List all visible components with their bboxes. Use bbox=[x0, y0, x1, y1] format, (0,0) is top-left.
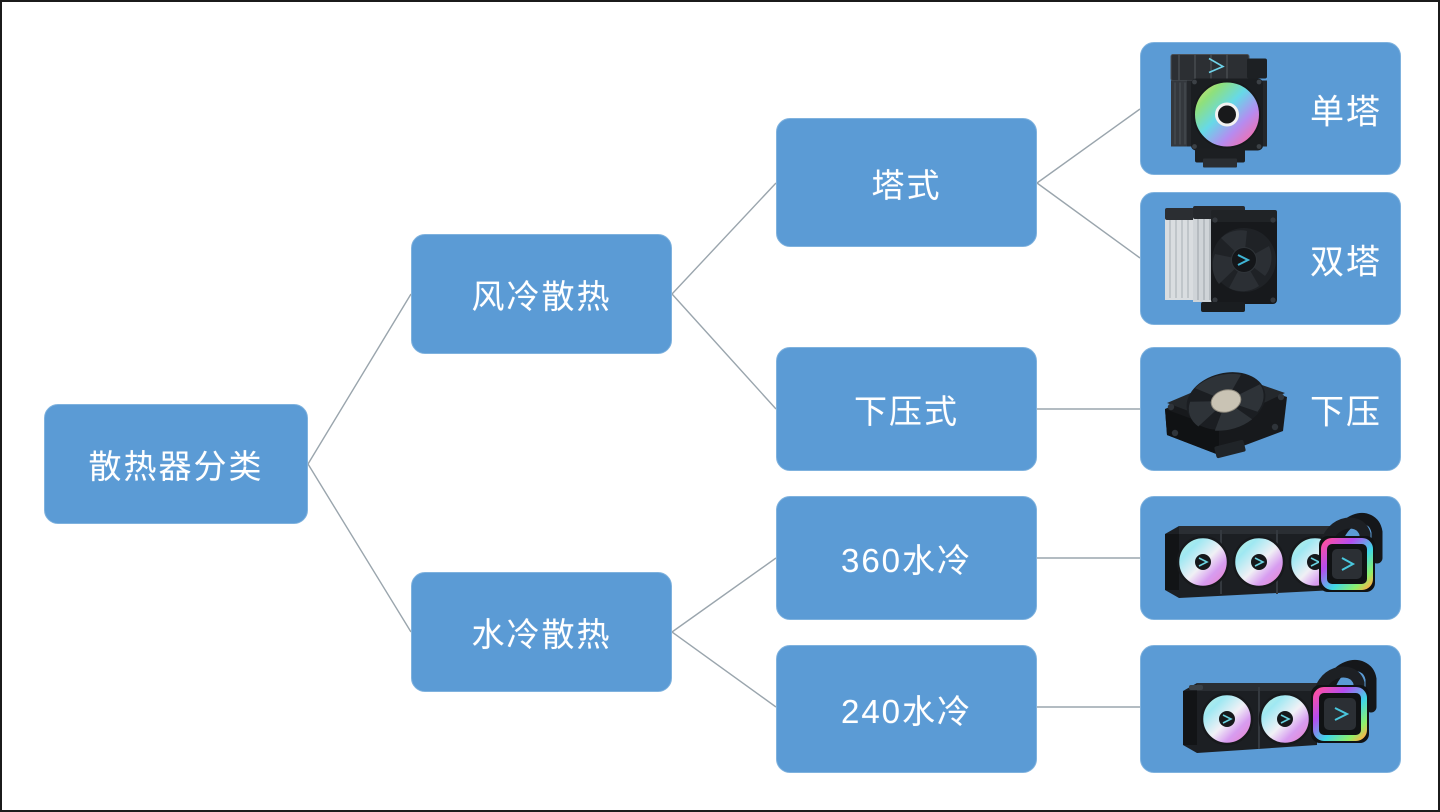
node-aio-360[interactable] bbox=[1140, 496, 1401, 620]
edge-water-aio240 bbox=[671, 631, 777, 708]
node-air-cooling[interactable]: 风冷散热 bbox=[411, 234, 672, 354]
edge-root-air bbox=[307, 293, 412, 465]
edge-air-downflow bbox=[671, 293, 777, 410]
node-root[interactable]: 散热器分类 bbox=[44, 404, 308, 524]
single-tower-cooler-icon bbox=[1149, 46, 1285, 171]
node-aio-240[interactable] bbox=[1140, 645, 1401, 773]
node-dual-tower-label: 双塔 bbox=[1310, 243, 1382, 281]
dual-tower-cooler-icon bbox=[1149, 198, 1289, 320]
top-flow-cooler-icon bbox=[1155, 357, 1295, 461]
node-downflow-type[interactable]: 下压式 bbox=[776, 347, 1037, 471]
edge-tower-single bbox=[1036, 108, 1141, 184]
node-aio360-type-label: 360水冷 bbox=[840, 542, 973, 579]
node-dual-tower[interactable]: 双塔 bbox=[1140, 192, 1401, 325]
node-air-cooling-label: 风冷散热 bbox=[471, 278, 612, 315]
node-single-tower[interactable]: 单塔 bbox=[1140, 42, 1401, 175]
node-aio360-type[interactable]: 360水冷 bbox=[776, 496, 1037, 620]
edge-root-water bbox=[307, 463, 412, 633]
node-root-label: 散热器分类 bbox=[88, 448, 264, 485]
node-downflow-type-label: 下压式 bbox=[854, 393, 959, 430]
node-single-tower-label: 单塔 bbox=[1310, 93, 1382, 131]
edge-air-tower bbox=[671, 182, 777, 295]
node-top-flow[interactable]: 下压 bbox=[1140, 347, 1401, 471]
edge-tower-dual bbox=[1036, 182, 1141, 259]
aio-240-radiator-icon bbox=[1171, 653, 1383, 765]
node-water-cooling[interactable]: 水冷散热 bbox=[411, 572, 672, 692]
node-tower-type[interactable]: 塔式 bbox=[776, 118, 1037, 247]
aio-360-radiator-icon bbox=[1159, 502, 1387, 614]
node-top-flow-label: 下压 bbox=[1310, 393, 1382, 432]
edge-water-aio360 bbox=[671, 557, 777, 633]
node-water-cooling-label: 水冷散热 bbox=[471, 616, 612, 653]
node-tower-type-label: 塔式 bbox=[871, 166, 942, 204]
node-aio240-type-label: 240水冷 bbox=[840, 693, 973, 730]
node-aio240-type[interactable]: 240水冷 bbox=[776, 645, 1037, 773]
